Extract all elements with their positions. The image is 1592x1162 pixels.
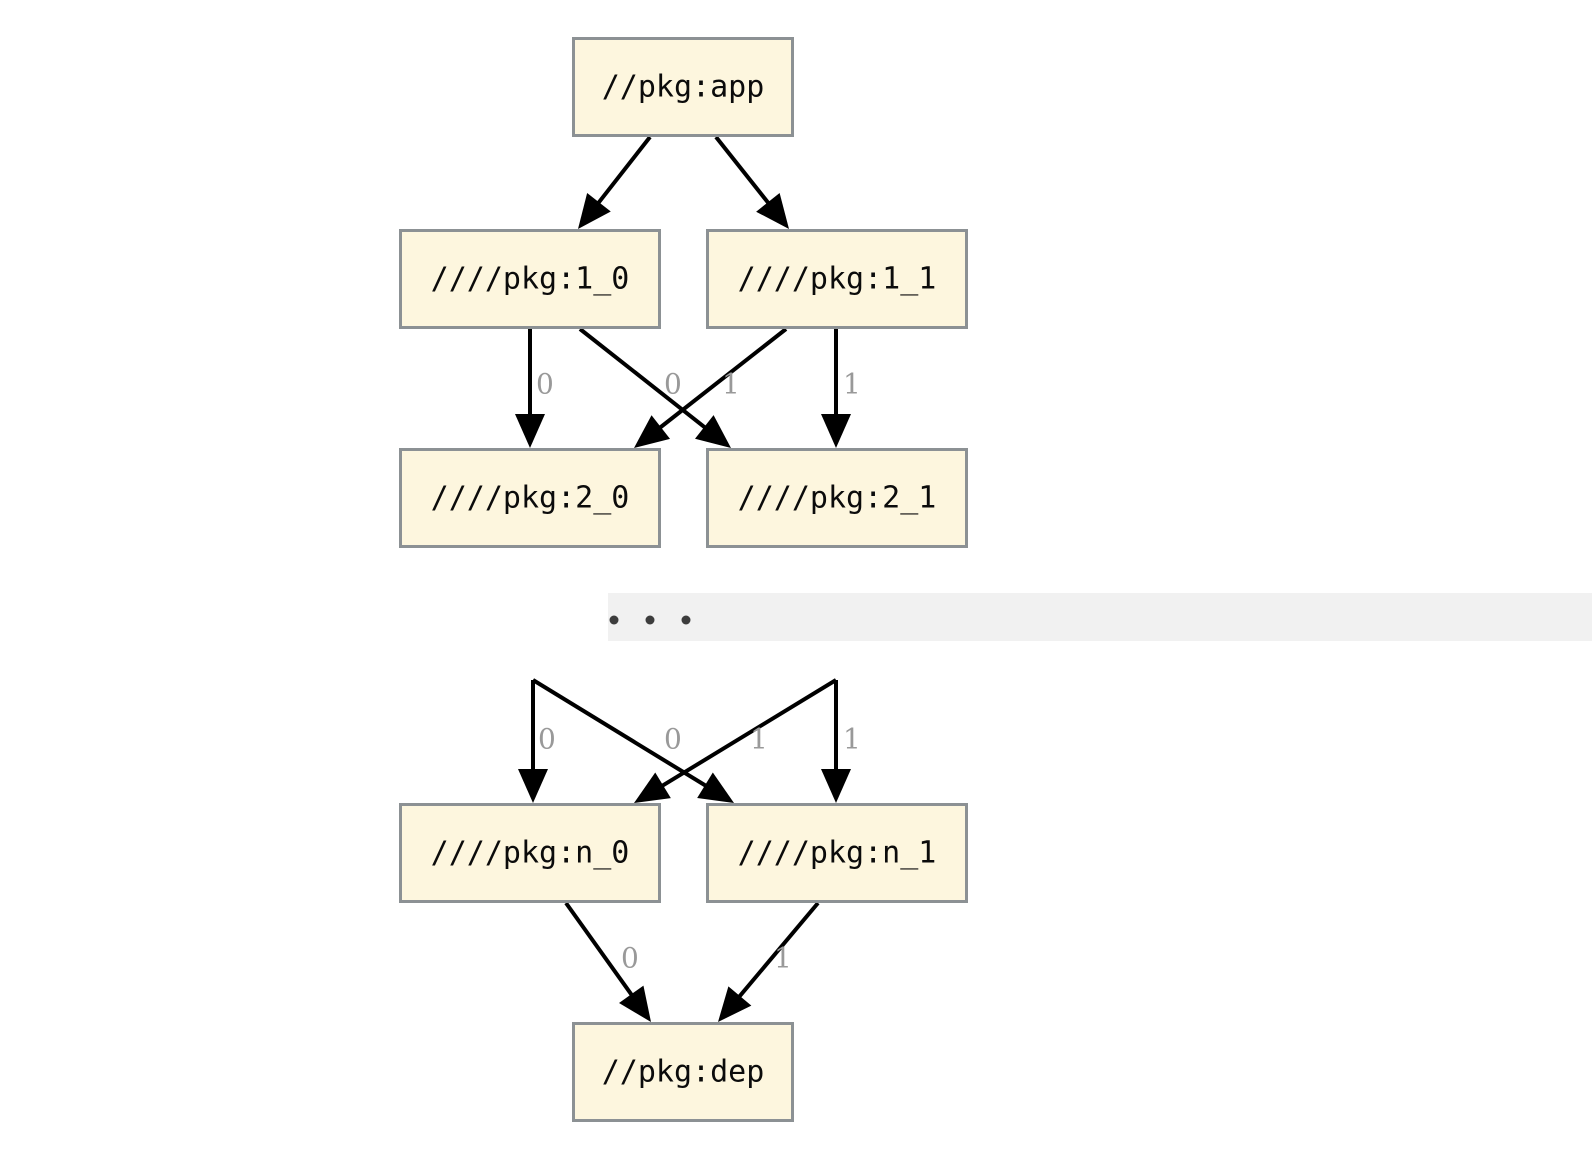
node-n1_1[interactable]: ////pkg:1_1	[706, 229, 968, 329]
ellipsis-separator	[608, 593, 1592, 641]
edge-label: 0	[538, 723, 556, 756]
node-box[interactable]	[706, 229, 968, 329]
node-label: ////pkg:n_1	[738, 836, 937, 871]
node-box[interactable]	[572, 37, 794, 137]
edge-layer: 0 0 1 1 0 0 1 1 0 1	[515, 135, 861, 1022]
edge-line	[714, 135, 774, 209]
node-box[interactable]	[706, 448, 968, 548]
node-label: ////pkg:1_0	[431, 262, 630, 297]
edge-label: 0	[664, 368, 682, 401]
node-box[interactable]	[706, 803, 968, 903]
edge-line	[734, 901, 820, 1002]
node-label: ////pkg:2_1	[738, 481, 937, 516]
edge-label: 1	[722, 368, 740, 401]
edge-arrowhead	[515, 414, 545, 448]
edge-1_0-to-2_0: 0	[515, 329, 554, 448]
edge-arrowhead	[695, 415, 731, 448]
node-layer: //pkg:app ////pkg:1_0 ////pkg:1_1 ////pkg:2…	[399, 37, 968, 1122]
node-label: ////pkg:n_0	[431, 836, 630, 871]
edge-app-to-1_1	[714, 135, 789, 229]
node-label: ////pkg:1_1	[738, 262, 937, 297]
edge-1_1-to-2_1: 1	[821, 329, 861, 448]
edge-line	[593, 135, 652, 209]
node-dep[interactable]: //pkg:dep	[572, 1022, 794, 1122]
edge-arrowhead	[518, 769, 548, 803]
node-box[interactable]	[399, 803, 661, 903]
node-app[interactable]: //pkg:app	[572, 37, 794, 137]
edge-line	[531, 678, 712, 791]
edge-label: 0	[621, 942, 639, 975]
node-box[interactable]	[399, 448, 661, 548]
edge-arrowhead	[697, 772, 734, 803]
edge-elided-to-n_0b: 1	[634, 678, 838, 803]
edge-line	[564, 901, 637, 1001]
edge-1_1-to-2_0: 1	[634, 327, 788, 448]
edge-arrowhead	[619, 985, 651, 1022]
node-label: ////pkg:2_0	[431, 481, 630, 516]
edge-arrowhead	[821, 769, 851, 803]
node-nn_0[interactable]: ////pkg:n_0	[399, 803, 661, 903]
edge-arrowhead	[718, 986, 752, 1022]
edge-elided-to-n_0: 0	[518, 680, 556, 803]
edge-1_0-to-2_1: 0	[578, 327, 731, 448]
node-box[interactable]	[399, 229, 661, 329]
edge-n_1-to-dep: 1	[718, 901, 820, 1022]
edge-line	[656, 678, 838, 791]
edge-arrowhead	[756, 193, 789, 229]
edge-elided-to-n_1: 0	[531, 678, 734, 803]
edge-line	[578, 327, 711, 433]
edge-elided-to-n_1b: 1	[821, 680, 861, 803]
edge-label: 1	[750, 723, 768, 756]
edge-label: 0	[536, 368, 554, 401]
edge-label: 1	[843, 368, 861, 401]
edge-n_0-to-dep: 0	[564, 901, 651, 1022]
node-box[interactable]	[572, 1022, 794, 1122]
node-n2_1[interactable]: ////pkg:2_1	[706, 448, 968, 548]
edge-arrowhead	[821, 414, 851, 448]
ellipsis-band	[608, 593, 1592, 641]
edge-arrowhead	[578, 192, 611, 229]
edge-arrowhead	[634, 772, 671, 803]
ellipsis-dot-0	[609, 615, 619, 625]
node-nn_1[interactable]: ////pkg:n_1	[706, 803, 968, 903]
ellipsis-dot-2	[681, 615, 691, 625]
edge-line	[654, 327, 788, 433]
node-n2_0[interactable]: ////pkg:2_0	[399, 448, 661, 548]
edge-label: 0	[664, 723, 682, 756]
node-label: //pkg:dep	[602, 1055, 765, 1090]
ellipsis-dot-1	[645, 615, 655, 625]
edge-arrowhead	[634, 415, 671, 448]
node-label: //pkg:app	[602, 70, 765, 105]
node-n1_0[interactable]: ////pkg:1_0	[399, 229, 661, 329]
edge-label: 1	[843, 723, 861, 756]
edge-app-to-1_0	[578, 135, 652, 229]
edge-label: 1	[774, 942, 792, 975]
